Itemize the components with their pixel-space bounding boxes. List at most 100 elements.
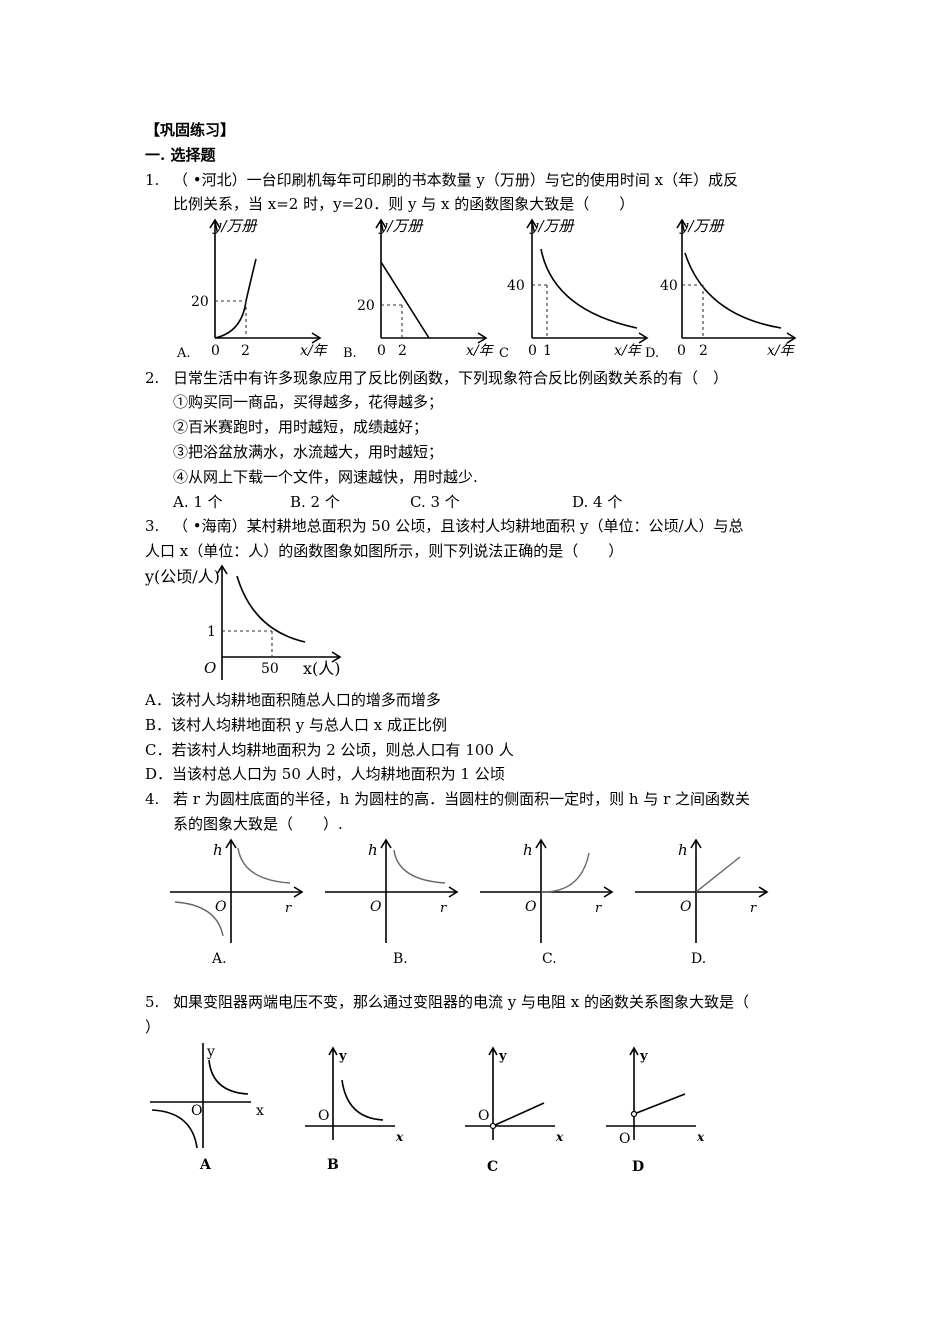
x-tick-label: 2 (699, 343, 708, 359)
origin-label: O (191, 1103, 202, 1119)
q3-stem-line1: （ •海南）某村耕地总面积为 50 公顷，且该村人均耕地面积 y（单位：公顷/人… (173, 517, 744, 535)
option-letter: D (632, 1159, 644, 1175)
q2-number: 2. (145, 369, 160, 387)
q1-graph-b: y/万册 20 0 2 x/年 B. (343, 217, 495, 361)
y-axis-label: y/万册 (212, 217, 259, 235)
q2-item-4: ④从网上下载一个文件，网速越快，用时越少. (173, 468, 478, 486)
x-axis-label: x (555, 1130, 564, 1144)
q2-option-a: A. 1 个 (173, 493, 223, 511)
q3-stem-line2: 人口 x（单位：人）的函数图象如图所示，则下列说法正确的是（ ） (145, 542, 624, 560)
q2-option-c: C. 3 个 (410, 493, 460, 511)
q1-stem-line1: （ •河北）一台印刷机每年可印刷的书本数量 y（万册）与它的使用时间 x（年）成… (173, 171, 739, 189)
origin-label: O (525, 899, 537, 915)
q3-graph: y(公顷/人) 1 O 50 x(人) (144, 564, 342, 680)
y-axis-label: h (368, 841, 378, 859)
option-letter: D. (645, 346, 659, 361)
origin-label: O (619, 1131, 630, 1147)
x-tick-label: 50 (261, 661, 279, 677)
section-title: 【巩固练习】 (145, 121, 236, 139)
q4-graph-a: h O r A. (170, 838, 304, 967)
origin-label: O (215, 899, 227, 915)
x-tick-label: 2 (241, 343, 250, 359)
origin-label: O (204, 659, 216, 677)
part-heading: 一. 选择题 (145, 146, 216, 164)
q1-graph-d: y/万册 40 0 2 x/年 D. (645, 217, 797, 361)
x-axis-label: x (395, 1130, 404, 1144)
y-axis-label: y(公顷/人) (144, 567, 220, 586)
q3-number: 3. (145, 517, 160, 535)
q2-option-b: B. 2 个 (290, 493, 340, 511)
y-tick-label: 40 (507, 278, 525, 294)
x-tick-label: 2 (398, 343, 407, 359)
origin-label: 0 (377, 343, 386, 359)
x-axis-label: r (285, 901, 292, 916)
x-axis-label: x (696, 1130, 705, 1144)
y-tick-label: 20 (357, 298, 375, 314)
origin-label: 0 (677, 343, 686, 359)
x-axis-label: x(人) (303, 659, 341, 678)
q1-number: 1. (145, 171, 160, 189)
q1-graph-c: y/万册 40 0 1 x/年 C (499, 217, 649, 361)
y-axis-label: h (678, 841, 688, 859)
x-axis-label: r (750, 901, 757, 916)
y-tick-label: 1 (207, 624, 216, 640)
q4-graph-b: h O r B. (325, 838, 459, 967)
q3-option-c: C．若该村人均耕地面积为 2 公顷，则总人口有 100 人 (145, 741, 514, 759)
option-letter: A. (176, 346, 191, 361)
q3-option-b: B．该村人均耕地面积 y 与总人口 x 成正比例 (145, 716, 448, 734)
q2-item-1: ①购买同一商品，买得越多，花得越多； (173, 393, 444, 411)
x-axis-label: r (595, 901, 602, 916)
y-axis-label: y/万册 (679, 217, 726, 235)
x-tick-label: 1 (543, 343, 552, 359)
x-axis-label: x/年 (300, 343, 329, 359)
option-letter: D. (691, 951, 706, 967)
y-axis-label: y (338, 1049, 347, 1064)
q4-stem-line1: 若 r 为圆柱底面的半径，h 为圆柱的高．当圆柱的侧面积一定时，则 h 与 r … (173, 790, 751, 808)
q4-number: 4. (145, 790, 160, 808)
x-axis-label: x/年 (614, 343, 643, 359)
option-letter: A (199, 1157, 212, 1173)
option-letter: C. (542, 951, 557, 967)
q2-option-d: D. 4 个 (572, 493, 623, 511)
option-letter: C (487, 1159, 498, 1175)
q2-stem: 日常生活中有许多现象应用了反比例函数，下列现象符合反比例函数关系的有（ ） (173, 369, 729, 387)
y-axis-label: y/万册 (529, 217, 576, 235)
q5-graph-b: y O x B (305, 1046, 404, 1173)
q5-graph-d: y O x D (606, 1046, 705, 1175)
y-tick-label: 20 (191, 294, 209, 310)
y-tick-label: 40 (660, 278, 678, 294)
y-axis-label: h (523, 841, 533, 859)
x-axis-label: x/年 (767, 343, 796, 359)
option-letter: B. (343, 346, 357, 361)
q5-stem-line1: 如果变阻器两端电压不变，那么通过变阻器的电流 y 与电阻 x 的函数关系图象大致… (173, 993, 750, 1011)
x-axis-label: x/年 (466, 343, 495, 359)
option-letter: B (327, 1157, 339, 1173)
q5-stem-line2: ） (145, 1018, 161, 1036)
origin-label: O (318, 1108, 329, 1124)
y-axis-label: y (639, 1049, 648, 1064)
origin-label: O (370, 899, 382, 915)
q5-graph-a: y O x A (150, 1043, 264, 1173)
q3-option-a: A．该村人均耕地面积随总人口的增多而增多 (145, 691, 441, 709)
option-letter: C (499, 346, 509, 361)
y-axis-label: h (213, 841, 223, 859)
q2-item-3: ③把浴盆放满水，水流越大，用时越短； (173, 443, 444, 461)
q4-stem-line2: 系的图象大致是（ ）. (173, 815, 343, 833)
option-letter: A. (211, 951, 227, 967)
y-axis-label: y/万册 (378, 217, 425, 235)
q1-stem-line2: 比例关系，当 x=2 时，y=20．则 y 与 x 的函数图象大致是（ ） (173, 195, 635, 213)
origin-label: O (478, 1108, 489, 1124)
y-axis-label: y (206, 1044, 215, 1060)
q5-number: 5. (145, 993, 160, 1011)
origin-label: 0 (528, 343, 537, 359)
origin-label: 0 (211, 343, 220, 359)
q4-graph-c: h O r C. (480, 838, 614, 967)
q5-graph-c: y O x C (465, 1046, 564, 1175)
q3-option-d: D．当该村总人口为 50 人时，人均耕地面积为 1 公顷 (145, 765, 505, 783)
origin-label: O (680, 899, 692, 915)
x-axis-label: r (440, 901, 447, 916)
option-letter: B. (393, 951, 408, 967)
q4-graph-d: h O r D. (635, 838, 769, 967)
q1-graph-a: y/万册 20 0 2 x/年 A. (176, 217, 329, 361)
x-axis-label: x (256, 1103, 264, 1119)
